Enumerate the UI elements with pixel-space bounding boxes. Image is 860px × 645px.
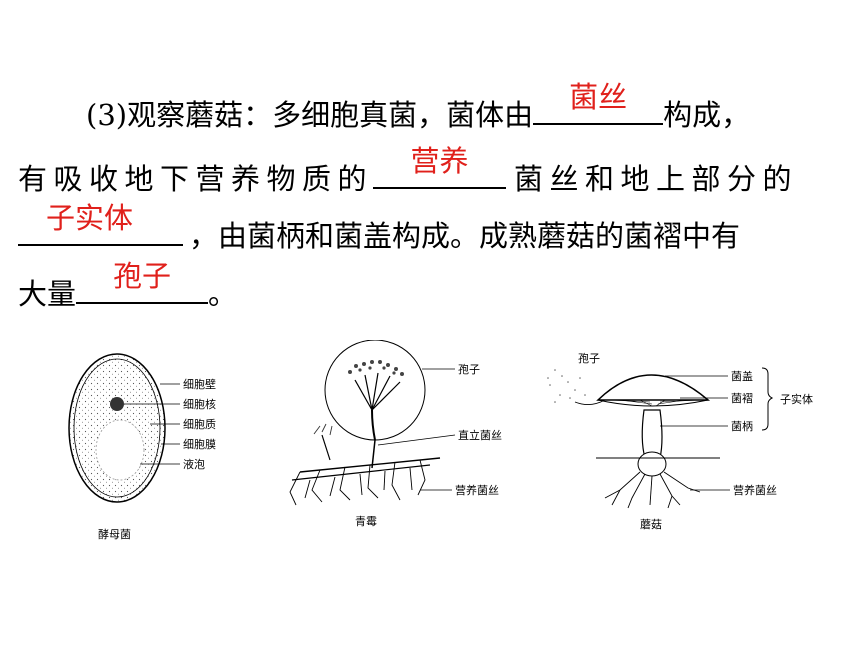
answer-blank-2: 营养 (373, 145, 507, 189)
mushroom-label-spore: 孢子 (578, 352, 600, 365)
line1-prefix: (3)观察蘑菇：多细胞真菌，菌体由 (86, 98, 534, 132)
line4-suffix: 。 (208, 277, 238, 311)
question-line-1: (3)观察蘑菇：多细胞真菌，菌体由 菌丝构成， (86, 81, 751, 135)
mushroom-label-cap: 菌盖 (731, 369, 753, 383)
yeast-label-cytoplasm: 细胞质 (183, 418, 216, 431)
mushroom-label-gills: 菌褶 (731, 391, 753, 405)
mushroom-label-vegetative-hyphae: 营养菌丝 (733, 483, 777, 497)
answer-text-3: 子实体 (46, 201, 134, 235)
penicillium-label-vegetative-hyphae: 营养菌丝 (455, 483, 499, 497)
mushroom-label-stalk: 菌柄 (731, 420, 753, 433)
line2-prefix: 有吸收地下营养物质的 (18, 162, 374, 196)
yeast-caption: 酵母菌 (98, 528, 131, 541)
yeast-figure: 细胞壁 细胞核 细胞质 细胞膜 液泡 酵母菌 (68, 353, 216, 541)
answer-blank-1: 菌丝 (533, 81, 664, 125)
question-line-4: 大量 孢子。 (18, 260, 238, 314)
figures-illustration: 细胞壁 细胞核 细胞质 细胞膜 液泡 酵母菌 (68, 340, 813, 541)
mushroom-label-fruiting-body: 子实体 (780, 392, 813, 406)
penicillium-label-aerial-hyphae: 直立菌丝 (458, 428, 502, 442)
line1-suffix: 构成， (663, 98, 751, 132)
line2-suffix: 菌丝和地上部分的 (514, 162, 799, 196)
answer-text-1: 菌丝 (569, 80, 628, 114)
mushroom-figure: 孢子 菌盖 菌褶 菌柄 子实体 营养菌丝 蘑菇 (547, 352, 813, 531)
line4-prefix: 大量 (18, 277, 77, 311)
answer-blank-4: 孢子 (76, 260, 209, 304)
yeast-label-wall: 细胞壁 (183, 377, 216, 391)
answer-text-4: 孢子 (113, 259, 172, 293)
yeast-label-vacuole: 液泡 (183, 457, 205, 471)
line3-suffix: ，由菌柄和菌盖构成。成熟蘑菇的菌褶中有 (189, 219, 741, 253)
yeast-label-membrane: 细胞膜 (183, 438, 216, 451)
question-line-3: 子实体 ，由菌柄和菌盖构成。成熟蘑菇的菌褶中有 (18, 202, 741, 256)
answer-blank-3: 子实体 (18, 202, 183, 246)
mushroom-caption: 蘑菇 (640, 517, 662, 531)
answer-text-2: 营养 (410, 144, 469, 178)
yeast-label-nucleus: 细胞核 (183, 397, 216, 411)
penicillium-caption: 青霉 (355, 515, 377, 528)
question-line-2: 有吸收地下营养物质的 营养菌丝和地上部分的 (18, 145, 799, 199)
penicillium-figure: 孢子 直立菌丝 营养菌丝 青霉 (289, 340, 502, 528)
penicillium-label-spore: 孢子 (458, 363, 480, 376)
